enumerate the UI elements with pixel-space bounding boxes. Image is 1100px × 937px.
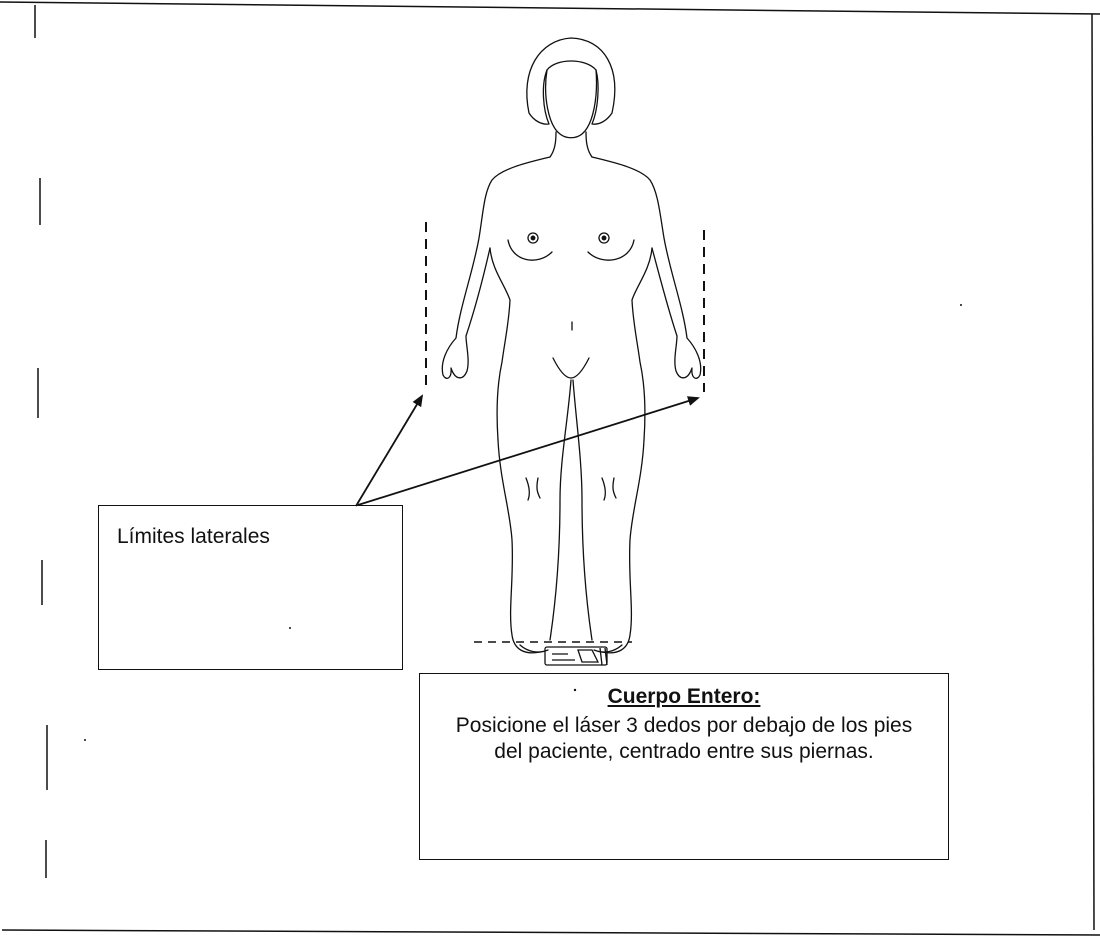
arrow-to-left-limit bbox=[356, 396, 422, 506]
callout-label: Límites laterales bbox=[117, 524, 270, 549]
instruction-text: Posicione el láser 3 dedos por debajo de… bbox=[449, 713, 919, 766]
callout-label-box: Límites laterales bbox=[98, 505, 403, 670]
arrow-to-right-limit bbox=[358, 398, 698, 505]
female-body-outline bbox=[442, 38, 700, 653]
scan-margin-marks bbox=[35, 5, 47, 878]
callout-arrows bbox=[356, 396, 698, 506]
instruction-title: Cuerpo Entero: bbox=[420, 684, 948, 709]
instruction-box: Cuerpo Entero: Posicione el láser 3 dedo… bbox=[419, 673, 949, 860]
laser-positioner-icon bbox=[545, 647, 607, 665]
